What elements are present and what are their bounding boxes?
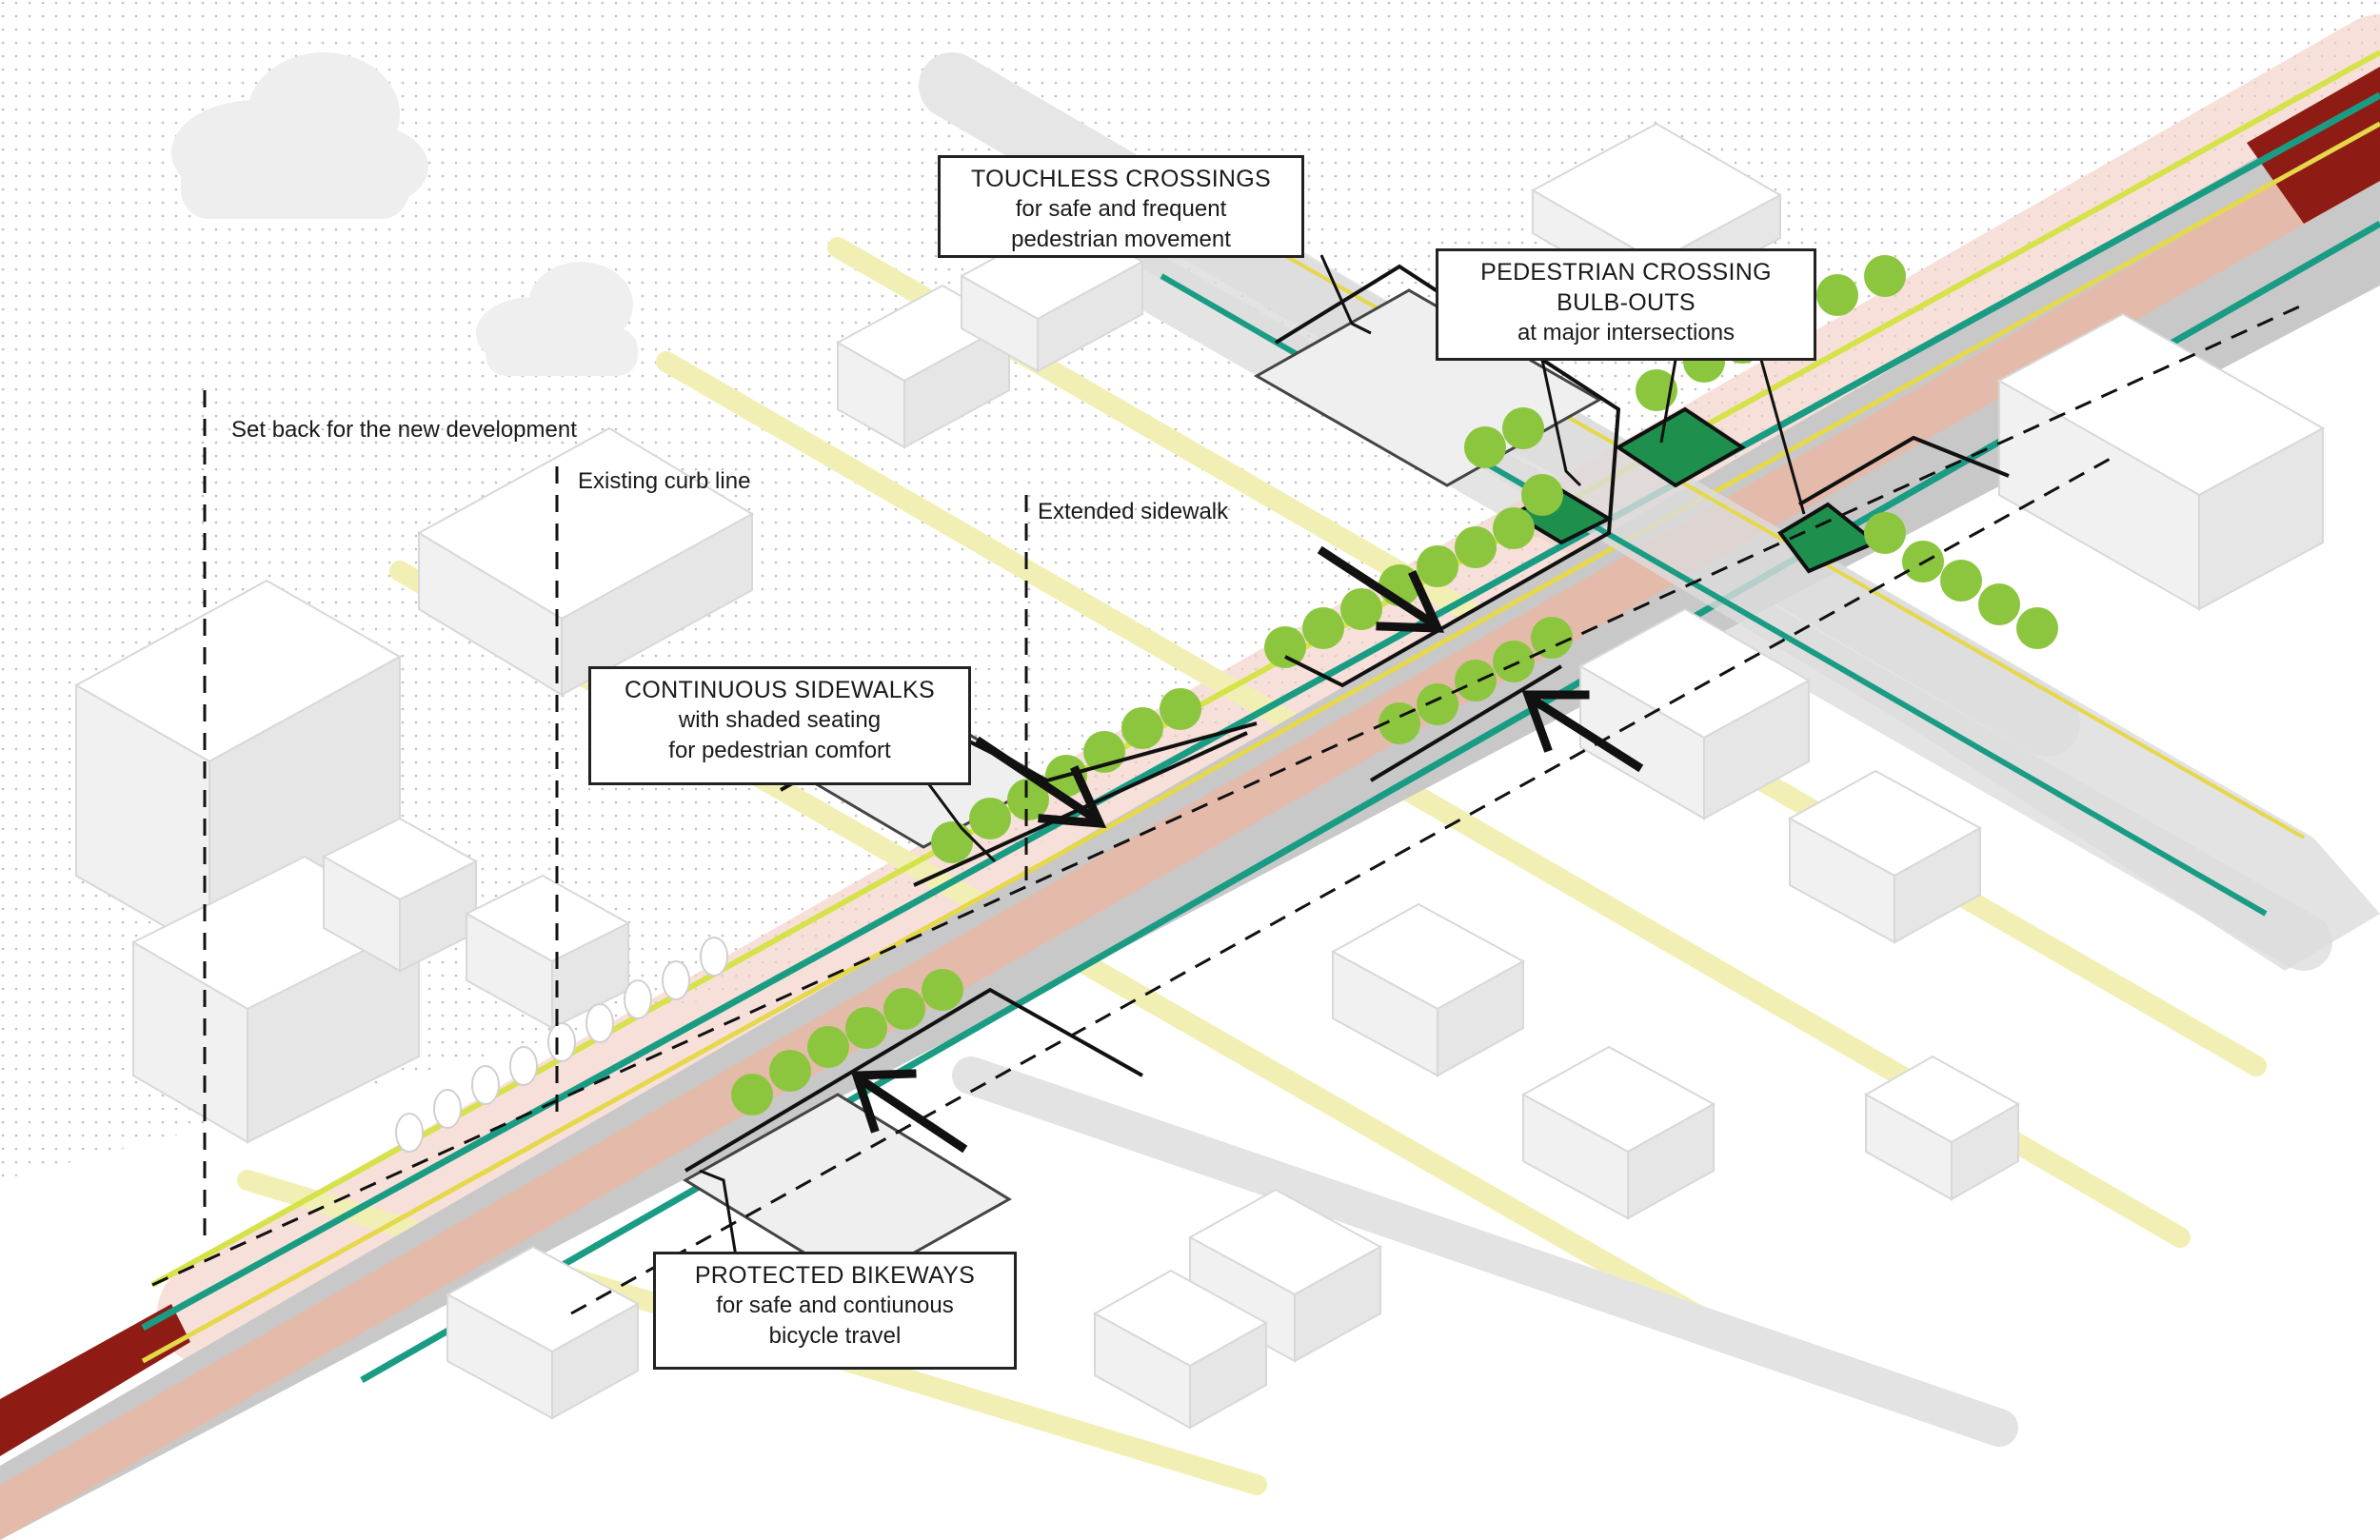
bike-lane — [141, 91, 2380, 1332]
callout-subtext: pedestrian movement — [1011, 227, 1231, 252]
arrow-icon — [1317, 545, 1445, 633]
car-lane-red — [2247, 67, 2380, 224]
extended-sidewalk-label: Extended sidewalk — [1038, 499, 1229, 524]
dashed-guide-lines — [151, 303, 2305, 1315]
building — [1092, 1269, 1269, 1430]
callout-subtext: at major intersections — [1517, 320, 1735, 346]
building — [1787, 769, 1983, 944]
road-centerline — [141, 121, 2380, 1364]
sidewalks-callout: CONTINUOUS SIDEWALKS with shaded seating… — [588, 666, 971, 785]
callout-subtext: for safe and frequent — [1015, 196, 1227, 222]
callout-heading: TOUCHLESS CROSSINGS — [970, 166, 1272, 192]
callout-heading: CONTINUOUS SIDEWALKS — [625, 677, 935, 703]
bus-lane — [0, 124, 2380, 1540]
building — [445, 1245, 641, 1420]
arrow-icon — [1521, 690, 1644, 773]
street-trees — [731, 255, 2058, 1116]
curb-line-label: Existing curb line — [578, 468, 751, 494]
building — [1577, 607, 1812, 820]
cloud-icon — [476, 262, 638, 376]
callout-subtext: for pedestrian comfort — [668, 738, 891, 763]
callout-heading: PROTECTED BIKEWAYS — [694, 1262, 976, 1289]
building — [1520, 1045, 1716, 1220]
arrow-icon — [974, 736, 1107, 829]
arrow-icon — [850, 1069, 968, 1154]
callout-pointer-arrows — [850, 545, 1644, 1154]
building — [321, 817, 479, 973]
callout-subtext: for safe and contiunous — [716, 1293, 954, 1318]
callout-subtext: bicycle travel — [768, 1323, 902, 1349]
callout-subtext: with shaded seating — [678, 707, 882, 733]
callout-heading: BULB-OUTS — [1557, 289, 1696, 316]
building — [1863, 1055, 2021, 1201]
callout-leaders — [699, 254, 1806, 1257]
building — [73, 579, 403, 954]
touchless-crossings-callout: TOUCHLESS CROSSINGS for safe and frequen… — [938, 155, 1304, 258]
callout-heading: PEDESTRIAN CROSSING — [1480, 259, 1772, 286]
bulbouts-callout: PEDESTRIAN CROSSING BULB-OUTS at major i… — [1436, 248, 1816, 361]
setback-label: Set back for the new development — [231, 417, 577, 443]
building — [416, 426, 755, 697]
bikeways-callout: PROTECTED BIKEWAYS for safe and contiuno… — [653, 1252, 1017, 1370]
cloud-icon — [171, 52, 428, 219]
existing-trees — [395, 937, 728, 1153]
building — [1330, 902, 1526, 1077]
car-lane-red — [0, 1304, 190, 1456]
building — [1996, 312, 2326, 611]
